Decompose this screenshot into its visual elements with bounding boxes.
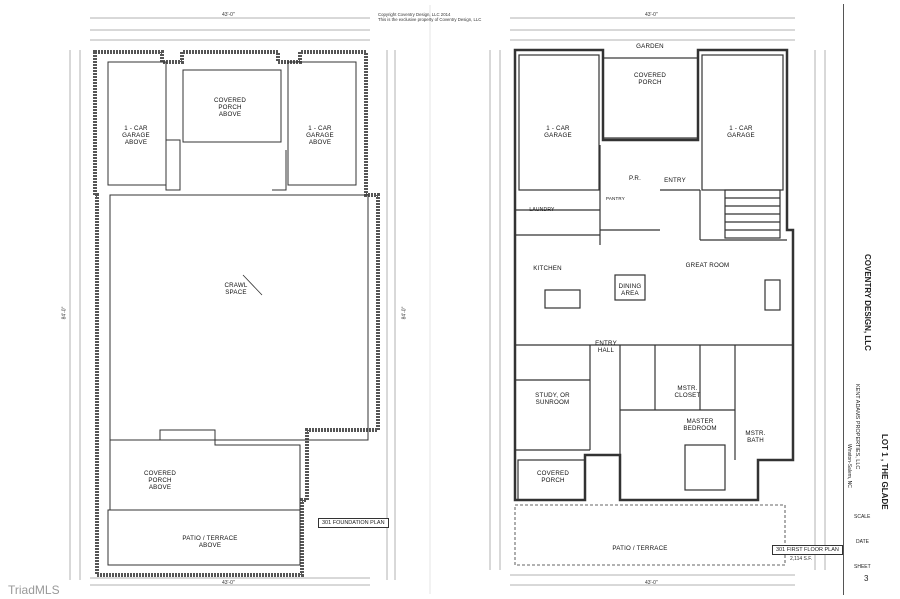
foundation-porch-label: COVERED PORCH ABOVE — [214, 97, 246, 118]
owner-name: KENT ADAMS PROPERTIES, LLC — [854, 384, 860, 470]
ff-garden-label: GARDEN — [636, 43, 664, 50]
project-name: LOT 1 , THE GLADE — [880, 434, 889, 510]
sheet-number: 3 — [864, 574, 869, 583]
ff-pantry-label: PANTRY — [605, 196, 626, 201]
ff-mstr-bath-label: MSTR. BATH — [745, 430, 766, 444]
ff-covered-porch-label: COVERED PORCH — [634, 72, 666, 86]
date-label: DATE — [856, 539, 869, 545]
foundation-patio-label: PATIO / TERRACE ABOVE — [182, 535, 238, 549]
watermark: TriadMLS — [8, 583, 60, 597]
ff-study-label: STUDY, OR SUNROOM — [535, 392, 570, 406]
sheet-label: SHEET — [854, 564, 871, 570]
ff-garage-left-label: 1 - CAR GARAGE — [544, 125, 572, 139]
ff-entry-label: ENTRY — [664, 177, 686, 184]
ff-mstr-closet-label: MSTR. CLOSET — [674, 385, 701, 399]
ff-kitchen-label: KITCHEN — [533, 265, 562, 272]
ff-plan-label: 301 FIRST FLOOR PLAN — [772, 545, 843, 555]
ff-great-room-label: GREAT ROOM — [685, 262, 730, 269]
title-block: COVENTRY DESIGN, LLC KENT ADAMS PROPERTI… — [843, 4, 899, 595]
designer-name: COVENTRY DESIGN, LLC — [863, 254, 872, 351]
ff-sqft: 2,114 S.F. — [790, 556, 813, 562]
scale-label: SCALE — [854, 514, 871, 520]
ff-covered-porch-front-label: COVERED PORCH — [537, 470, 569, 484]
foundation-garage-right-label: 1 - CAR GARAGE ABOVE — [306, 125, 334, 146]
ff-entry-hall-label: ENTRY HALL — [595, 340, 617, 354]
ff-laundry-label: LAUNDRY — [529, 207, 555, 213]
ff-bottom-dim: 43'-0" — [645, 580, 658, 586]
ff-patio-label: PATIO / TERRACE — [612, 545, 668, 552]
ff-master-bedroom-label: MASTER BEDROOM — [683, 418, 717, 432]
copyright-note: Copyright Coventry Design, LLC 2014 This… — [378, 12, 482, 23]
foundation-right-dim: 84'-0" — [401, 306, 408, 320]
foundation-porch-bottom-label: COVERED PORCH ABOVE — [144, 470, 176, 491]
foundation-plan — [69, 17, 396, 586]
ff-top-dim: 43'-0" — [645, 12, 658, 18]
ff-dining-label: DINING AREA — [618, 283, 642, 297]
foundation-top-dim: 43'-0" — [222, 12, 235, 18]
foundation-left-dim: 84'-0" — [61, 306, 68, 320]
ff-garage-right-label: 1 - CAR GARAGE — [727, 125, 755, 139]
first-floor-plan — [489, 17, 826, 586]
foundation-plan-label: 301 FOUNDATION PLAN — [318, 518, 389, 528]
foundation-garage-left-label: 1 - CAR GARAGE ABOVE — [122, 125, 150, 146]
foundation-crawl-label: CRAWL SPACE — [224, 282, 248, 296]
project-location: Winston-Salem, NC — [846, 444, 852, 488]
ff-pr-label: P.R. — [628, 175, 642, 182]
foundation-bottom-dim: 43'-0" — [222, 580, 235, 586]
